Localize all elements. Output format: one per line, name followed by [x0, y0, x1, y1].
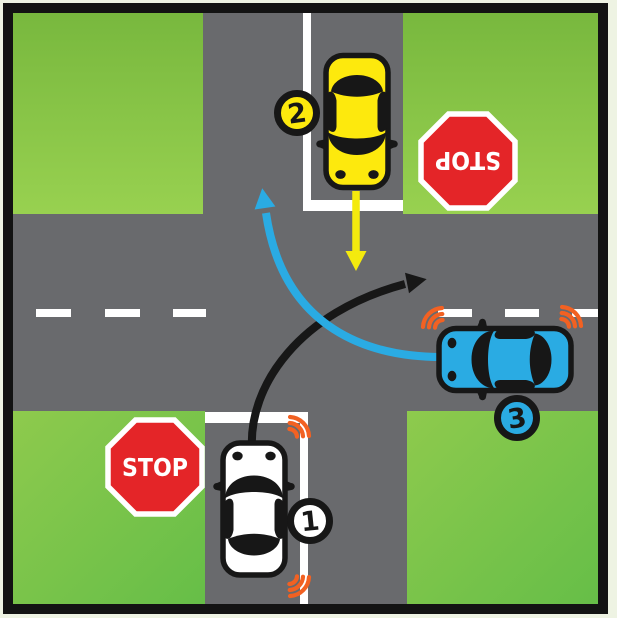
stop-sign-bottom-left: STOP: [108, 420, 202, 514]
car1-path-arrow-black: [247, 268, 429, 451]
car-2-yellow: [316, 56, 398, 188]
grass-top-left: [13, 13, 203, 214]
center-dash-line-left: [36, 309, 206, 317]
grass-bottom-right: [407, 411, 598, 604]
stop-sign-text: STOP: [122, 453, 188, 482]
badge-2-number: 2: [286, 97, 309, 130]
stop-sign-text-upside-down: STOP: [435, 146, 501, 175]
car3-path-arrow-blue: [251, 186, 447, 362]
center-dash-line-right: [438, 309, 598, 317]
stop-sign-top-right: STOP: [421, 114, 515, 208]
badge-3-number: 3: [506, 402, 529, 435]
badge-3: 3: [494, 395, 540, 441]
badge-1: 1: [287, 498, 333, 544]
car-3-blue: [439, 319, 571, 401]
diagram-frame: [3, 3, 608, 614]
car2-path-arrow-yellow: [345, 191, 367, 271]
badge-1-number: 1: [299, 506, 321, 539]
badge-2: 2: [274, 90, 320, 136]
car-1-white: [213, 443, 295, 575]
